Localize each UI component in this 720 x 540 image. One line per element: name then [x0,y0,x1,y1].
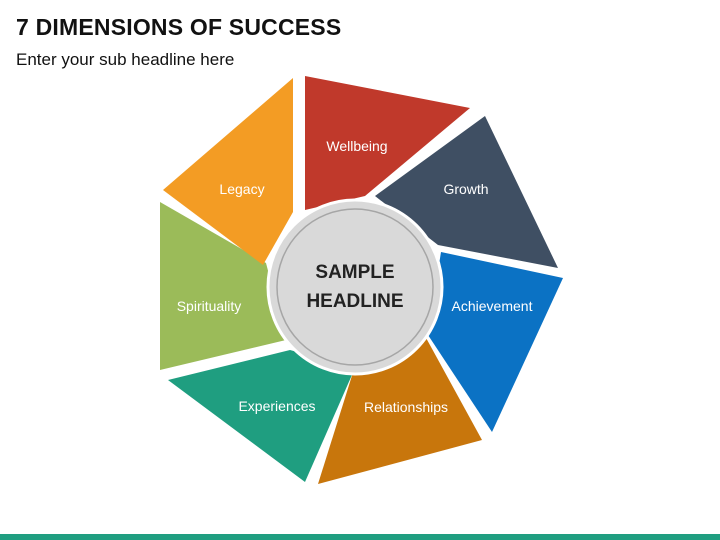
segment-legacy-label: Legacy [219,181,264,197]
segment-spirituality: Spirituality [160,202,286,370]
segment-spirituality-shape [160,202,286,370]
segment-wellbeing: Wellbeing [305,76,470,210]
center-headline-line2: HEADLINE [306,291,403,312]
segment-experiences-label: Experiences [238,398,315,414]
segment-experiences-shape [168,350,355,482]
center-headline-line1: SAMPLE [315,262,394,283]
segment-achievement-label: Achievement [452,298,533,314]
segment-spirituality-label: Spirituality [177,298,242,314]
page-title: 7 DIMENSIONS OF SUCCESS [16,14,342,40]
segment-wellbeing-shape [305,76,470,210]
segment-wellbeing-label: Wellbeing [326,138,387,154]
segment-legacy-shape [163,78,293,265]
segment-growth-label: Growth [443,181,488,197]
segment-achievement: Achievement [428,252,563,432]
segment-experiences: Experiences [168,350,355,482]
center-hub: SAMPLE HEADLINE [266,198,444,376]
segment-relationships-label: Relationships [364,399,448,415]
center-inner-ring [276,208,434,366]
bottom-accent-bar [0,534,720,540]
page-subtitle: Enter your sub headline here [16,50,235,69]
segment-legacy: Legacy [163,78,293,265]
segment-achievement-shape [428,252,563,432]
center-circle [266,198,444,376]
